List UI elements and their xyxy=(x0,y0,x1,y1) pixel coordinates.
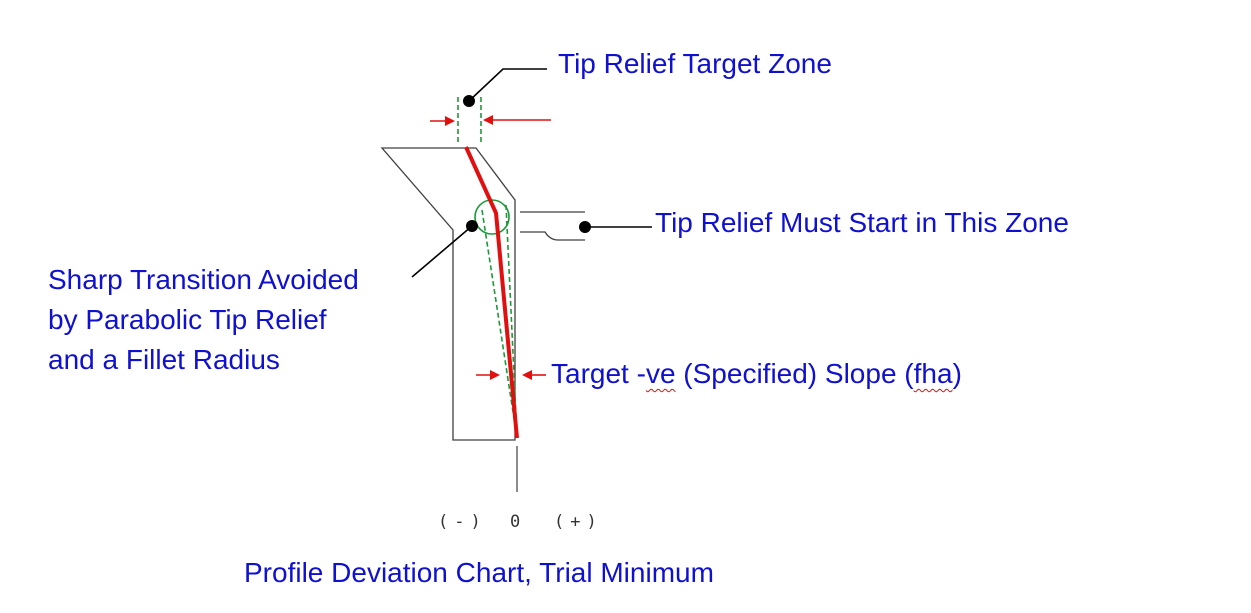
slope-label-middle: (Specified) Slope ( xyxy=(675,358,914,389)
sharp-transition-line-3: and a Fillet Radius xyxy=(48,344,280,375)
slope-label-ve: ve xyxy=(645,358,676,389)
zone-arrow-left-head xyxy=(445,116,455,126)
slope-label-fha: fha xyxy=(913,358,953,389)
leader-dot-sharp-transition xyxy=(466,220,478,232)
zone-tab-outline xyxy=(520,211,585,241)
sharp-transition-line-2: by Parabolic Tip Relief xyxy=(48,304,327,335)
axis-plus-label: (+) xyxy=(554,512,603,532)
zone-arrow-right-head xyxy=(483,115,493,125)
axis-minus-label: (-) xyxy=(438,512,487,532)
leader-dot-target-zone xyxy=(463,95,475,107)
slope-arrow-right-head xyxy=(522,370,532,380)
chart-caption: Profile Deviation Chart, Trial Minimum xyxy=(244,557,714,588)
slope-label-suffix: ) xyxy=(952,358,962,389)
leader-sharp-transition xyxy=(411,225,473,278)
leader-dot-must-start xyxy=(579,221,591,233)
slope-label: Target -ve (Specified) Slope (fha) xyxy=(551,354,962,394)
tooth-outline xyxy=(380,147,516,441)
profile-line xyxy=(464,146,519,439)
slope-label-prefix: Target - xyxy=(551,358,646,389)
slope-dash-left xyxy=(481,209,518,439)
slope-arrow-left-head xyxy=(490,370,500,380)
must-start-zone-label: Tip Relief Must Start in This Zone xyxy=(655,207,1069,238)
sharp-transition-line-1: Sharp Transition Avoided xyxy=(48,264,359,295)
leader-target-zone xyxy=(468,68,547,102)
tip-target-zone-label: Tip Relief Target Zone xyxy=(558,48,832,79)
axis-zero-label: 0 xyxy=(510,512,521,532)
